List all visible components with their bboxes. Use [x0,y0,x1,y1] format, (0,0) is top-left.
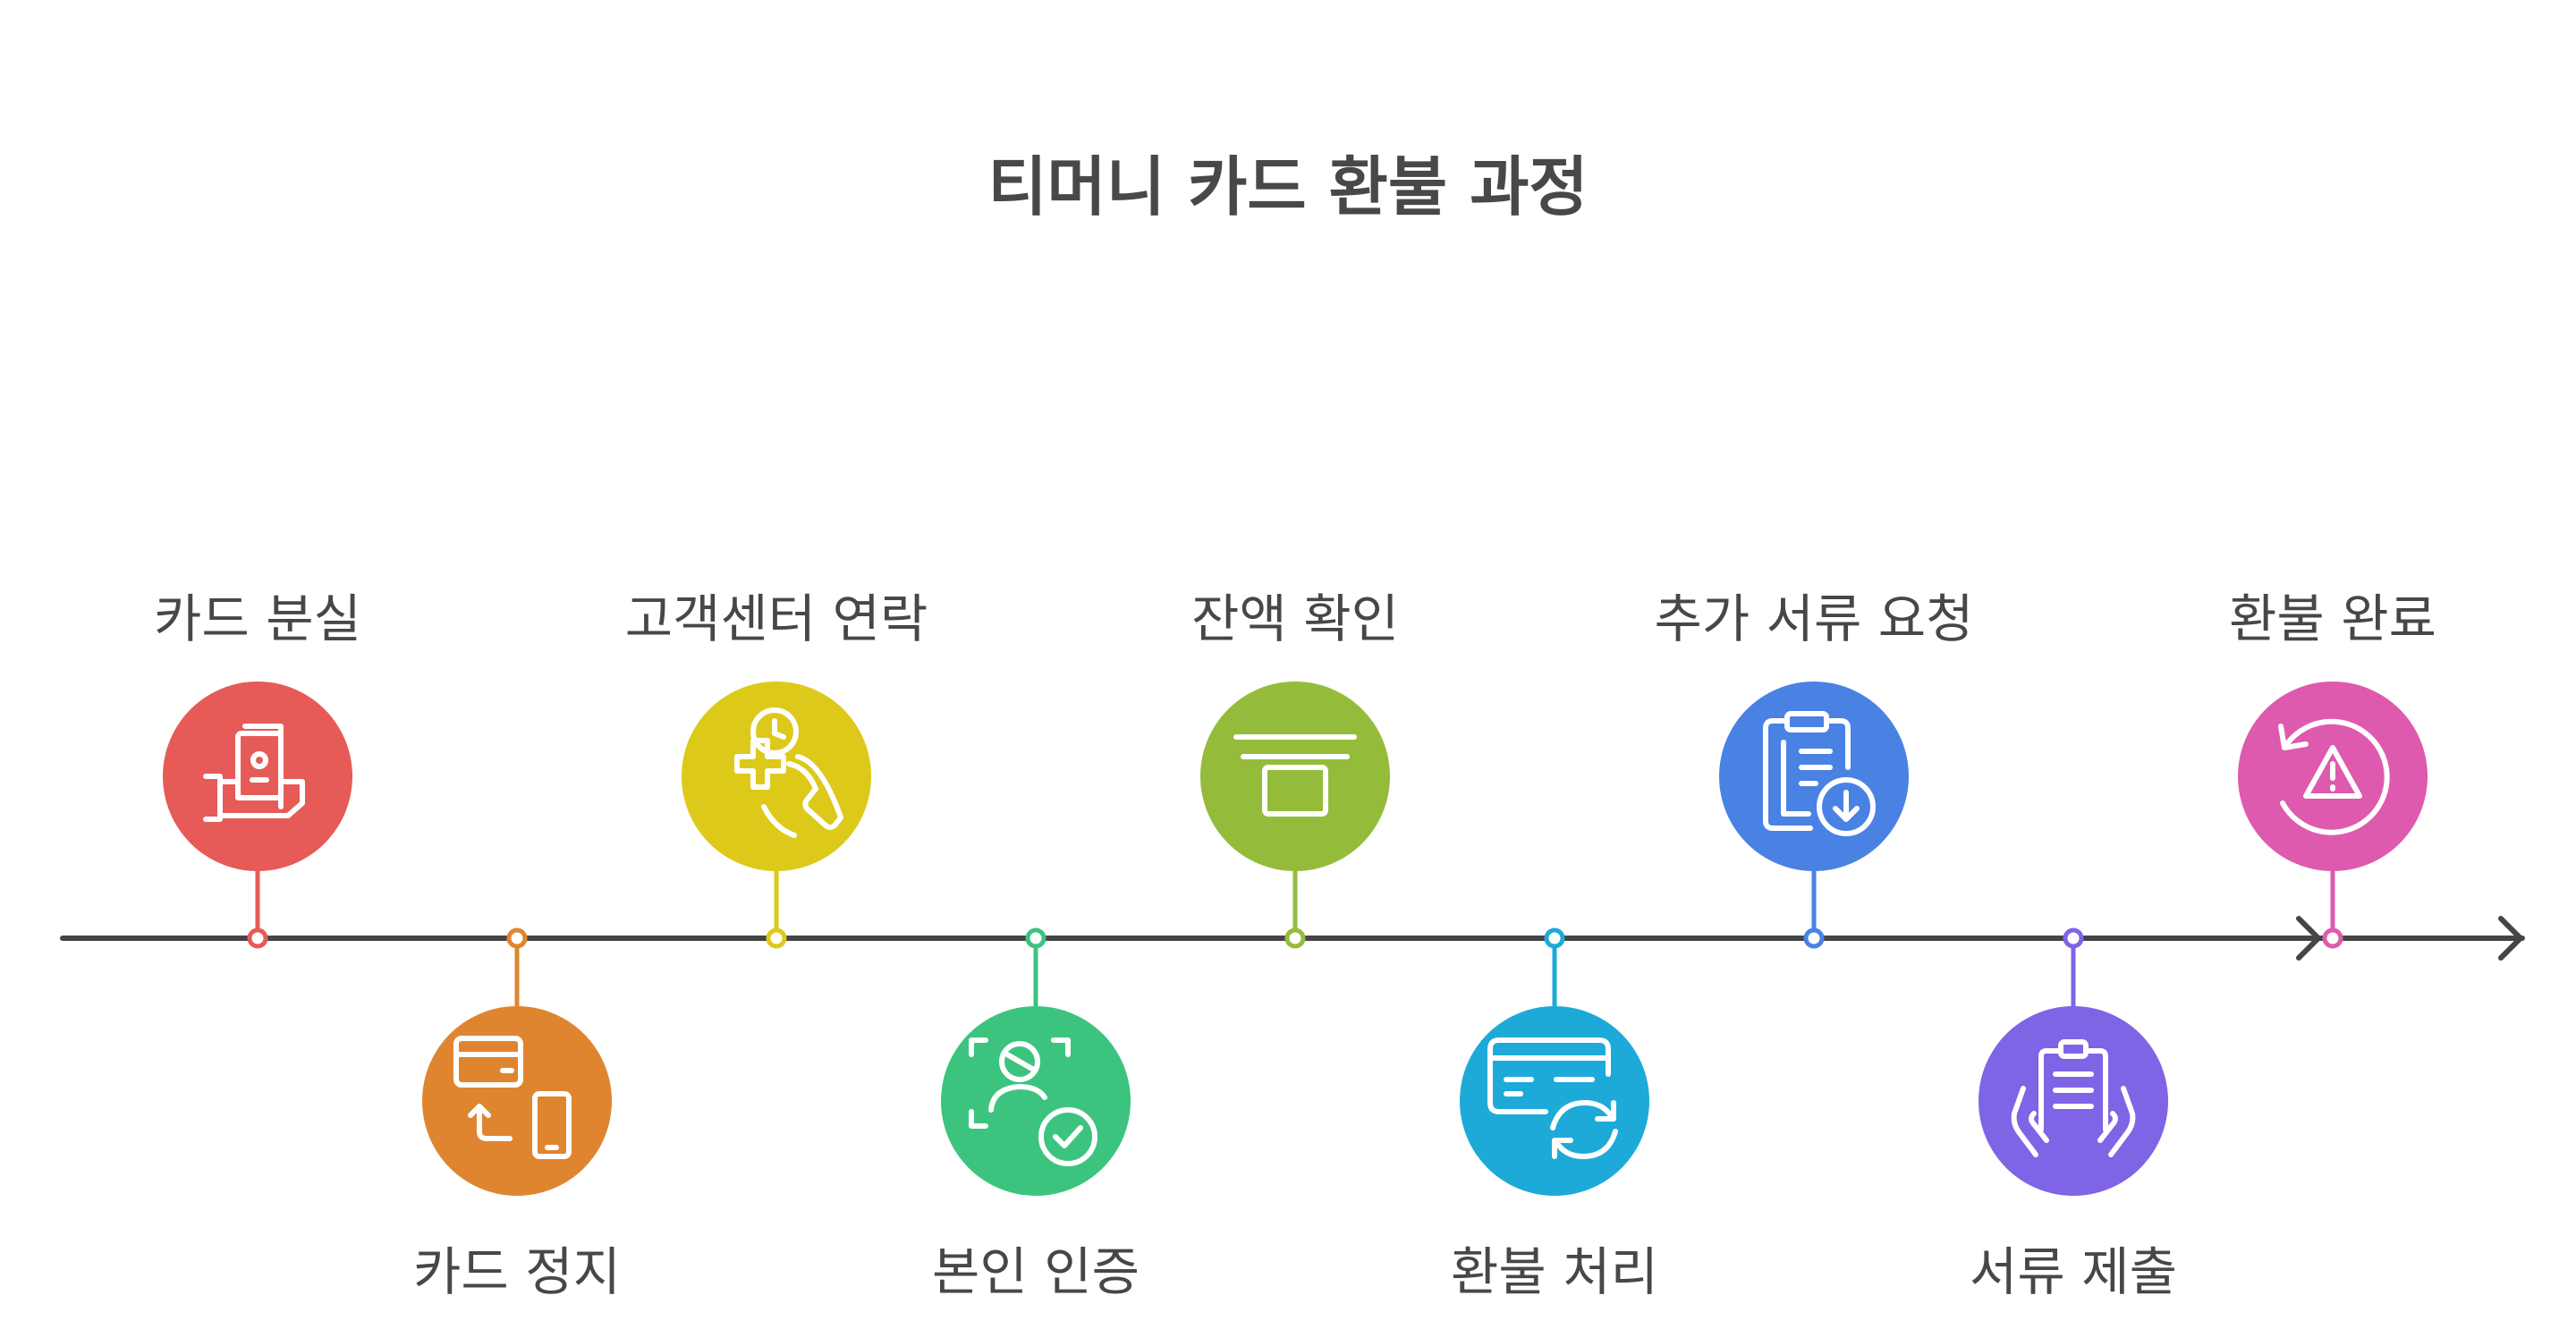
step-marker [506,927,528,949]
timeline-arrowhead [2296,916,2321,961]
step-circle-card-lost [163,682,352,871]
clipboard-download-icon [1763,711,1876,836]
step-label-extra-docs-request: 추가 서류 요청 [1654,589,1974,649]
step-label-card-lost: 카드 분실 [154,589,361,649]
balance-check-icon [1233,734,1357,817]
step-marker [1025,927,1046,949]
step-marker [1544,927,1565,949]
timeline-arrowhead-end [2498,916,2523,961]
step-label-submit-docs: 서류 제출 [1970,1241,2177,1302]
step-label-balance-check: 잔액 확인 [1191,589,1399,649]
step-label-contact-support: 고객센터 연락 [624,589,928,649]
step-label-refund-complete: 환불 완료 [2229,589,2436,649]
step-label-card-suspend: 카드 정지 [413,1241,621,1302]
refund-alert-icon [2278,718,2390,835]
step-marker [766,927,787,949]
diagram-title: 티머니 카드 환불 과정 [987,149,1589,224]
card-refresh-icon [1487,1037,1618,1159]
step-label-identity-verify: 본인 인증 [932,1241,1140,1302]
step-marker [1803,927,1825,949]
step-circle-submit-docs [1979,1006,2168,1196]
card-to-phone-icon [453,1036,572,1159]
hands-document-icon [2011,1039,2136,1157]
step-circle-card-suspend [422,1006,612,1196]
step-circle-extra-docs-request [1719,682,1909,871]
step-marker [2063,927,2084,949]
user-verified-icon [969,1037,1097,1166]
step-circle-refund-process [1460,1006,1649,1196]
step-circle-contact-support [682,682,871,871]
lost-card-hand-icon [203,724,305,822]
step-marker [1284,927,1306,949]
step-marker [2322,927,2343,949]
step-circle-identity-verify [941,1006,1131,1196]
call-support-icon [734,707,843,838]
step-marker [247,927,268,949]
step-circle-balance-check [1200,682,1390,871]
step-circle-refund-complete [2238,682,2428,871]
step-label-refund-process: 환불 처리 [1451,1241,1658,1302]
